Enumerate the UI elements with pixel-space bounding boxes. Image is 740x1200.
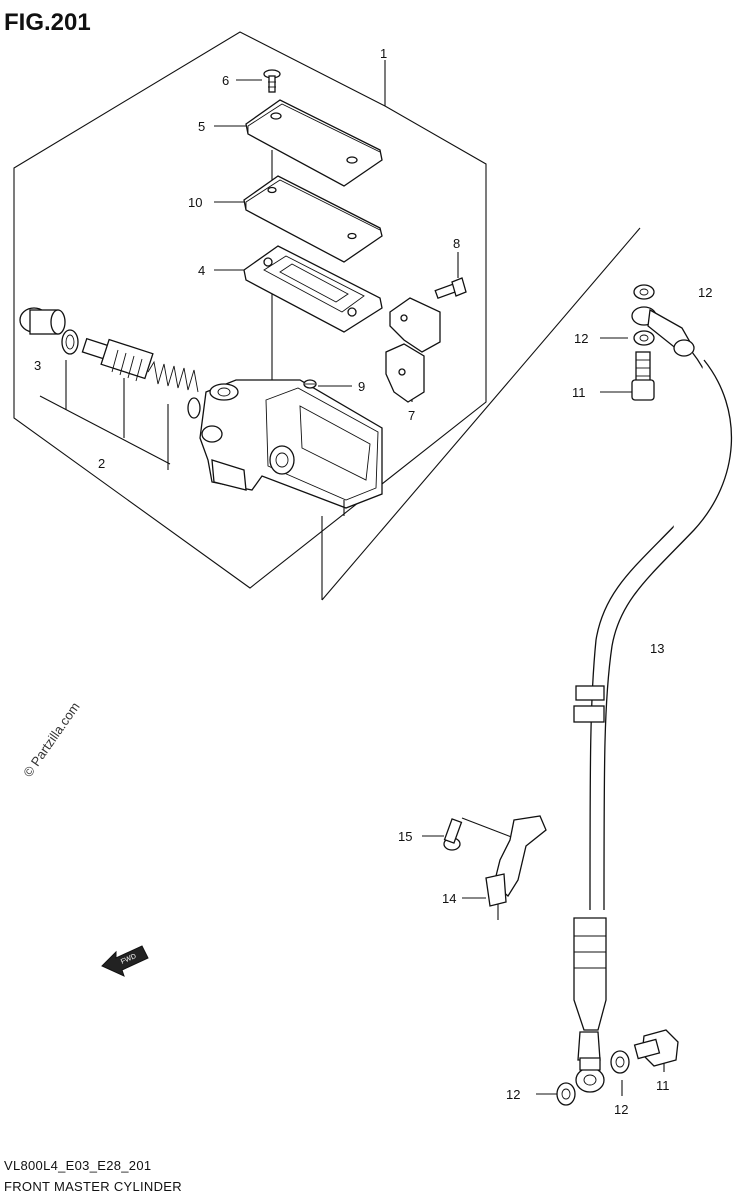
callout-12-bottom-left: 12 [506, 1087, 520, 1102]
diaphragm-plate-icon [243, 175, 383, 263]
reservoir-cap-screw-icon [263, 69, 281, 93]
callout-10: 10 [188, 195, 202, 210]
callout-13: 13 [650, 641, 664, 656]
forward-arrow-icon: FWD [101, 945, 149, 977]
model-code: VL800L4_E03_E28_201 [4, 1158, 151, 1173]
clamp-bolt-icon [434, 277, 467, 300]
banjo-washer-mid-icon [633, 330, 655, 346]
callout-15: 15 [398, 829, 412, 844]
brake-hose-icon [573, 351, 733, 1061]
banjo-washer-bottom-right-icon [610, 1050, 630, 1074]
callout-12-mid: 12 [574, 331, 588, 346]
callout-4: 4 [198, 263, 205, 278]
callout-7: 7 [408, 408, 415, 423]
union-bolt-bottom-icon [633, 1029, 679, 1067]
piston-assembly-icon [81, 337, 154, 382]
assembly-name: FRONT MASTER CYLINDER [4, 1179, 182, 1194]
union-bolt-top-icon [631, 351, 655, 401]
callout-11-bottom: 11 [656, 1078, 670, 1093]
callout-5: 5 [198, 119, 205, 134]
callout-1: 1 [380, 46, 387, 61]
handlebar-clamp-icon [385, 297, 441, 403]
watermark: © Partzilla.com [20, 699, 83, 779]
return-spring-icon [147, 360, 201, 419]
bracket-bolt-icon [443, 818, 463, 851]
callout-8: 8 [453, 236, 460, 251]
callout-11-top: 11 [572, 385, 586, 400]
diaphragm-icon [243, 245, 383, 333]
banjo-washer-top-icon [633, 284, 655, 300]
callout-3: 3 [34, 358, 41, 373]
reservoir-cap-icon [245, 99, 383, 187]
hose-bracket-icon [485, 815, 547, 920]
callout-12-top-right: 12 [698, 285, 712, 300]
callout-12-bottom-right: 12 [614, 1102, 628, 1117]
circlip-icon [61, 329, 79, 355]
assembly-boundary [13, 31, 487, 589]
callout-2: 2 [98, 456, 105, 471]
leader-lines [39, 60, 665, 1096]
banjo-washer-bottom-left-icon [556, 1082, 576, 1106]
piston-boot-icon [19, 307, 66, 335]
banjo-fitting-bottom-icon [575, 1057, 605, 1093]
callout-14: 14 [442, 891, 456, 906]
master-cylinder-body-icon [199, 379, 383, 516]
figure-title: FIG.201 [4, 9, 91, 36]
banjo-fitting-top-icon [631, 306, 695, 357]
callout-6: 6 [222, 73, 229, 88]
switch-screw-icon [303, 379, 317, 389]
callout-9: 9 [358, 379, 365, 394]
